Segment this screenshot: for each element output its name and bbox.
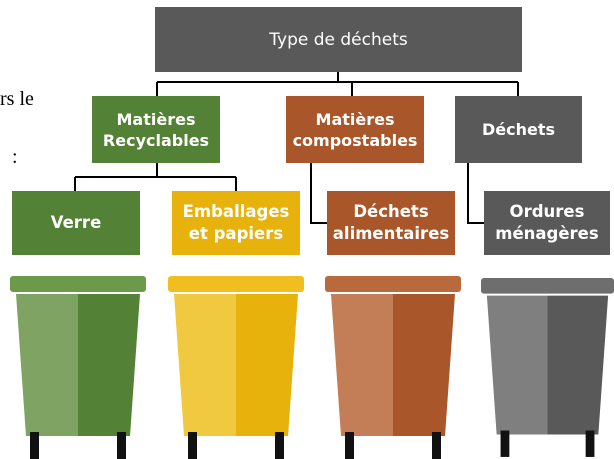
subcategory-label-emballages: Emballages et papiers (182, 202, 290, 243)
category-label-dechets: Déchets (481, 120, 556, 139)
category-node-dechets: Déchets (455, 96, 582, 163)
root-node: Type de déchets (155, 7, 522, 72)
bin-alimentaires-icon (325, 276, 461, 459)
page-text-fragment-1: rs le (0, 88, 34, 110)
subcategory-label-ordures: Ordures ménagères (495, 202, 599, 243)
subcategory-node-alimentaires: Déchets alimentaires (327, 191, 455, 255)
root-node-label: Type de déchets (269, 29, 408, 50)
bin-ordures-icon (481, 277, 614, 457)
category-label-compostables: Matières compostables (292, 109, 418, 150)
subcategory-node-ordures: Ordures ménagères (484, 191, 610, 255)
category-node-compostables: Matières compostables (286, 96, 424, 163)
subcategory-node-emballages: Emballages et papiers (172, 191, 300, 255)
subcategory-label-alimentaires: Déchets alimentaires (332, 202, 450, 243)
page-text-fragment-2: : (12, 146, 18, 168)
bin-emballages-icon (168, 276, 304, 459)
subcategory-label-verre: Verre (50, 213, 102, 232)
subcategory-node-verre: Verre (12, 191, 140, 255)
category-node-recyclables: Matières Recyclables (92, 96, 220, 163)
category-label-recyclables: Matières Recyclables (102, 109, 210, 150)
bin-verre-icon (10, 276, 146, 459)
